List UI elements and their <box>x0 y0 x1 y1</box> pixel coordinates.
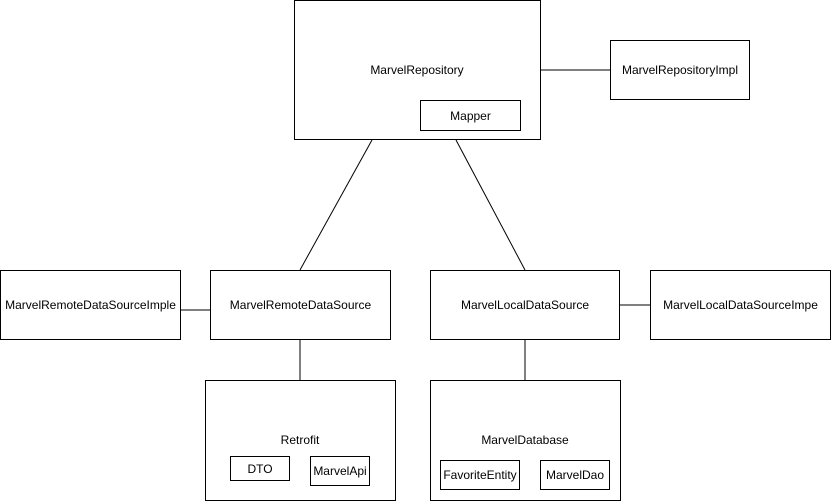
favorite-entity-node: FavoriteEntity <box>440 460 520 490</box>
local-datasource-node: MarvelLocalDataSource <box>430 270 620 340</box>
local-impl-node: MarvelLocalDataSourceImpe <box>650 270 831 340</box>
edge-repository-to-remote <box>299 139 373 271</box>
repository-label: MarvelRepository <box>370 63 464 77</box>
database-label: MarvelDatabase <box>481 433 569 447</box>
mapper-node: Mapper <box>420 100 521 131</box>
edge-repository-to-local <box>455 139 526 271</box>
repository-impl-node: MarvelRepositoryImpl <box>610 40 750 100</box>
remote-datasource-node: MarvelRemoteDataSource <box>210 270 391 340</box>
dto-node: DTO <box>230 456 290 481</box>
marvel-api-node: MarvelApi <box>310 456 370 486</box>
remote-impl-node: MarvelRemoteDataSourceImple <box>0 270 181 340</box>
marvel-dao-node: MarvelDao <box>540 460 610 490</box>
retrofit-label: Retrofit <box>280 433 320 447</box>
